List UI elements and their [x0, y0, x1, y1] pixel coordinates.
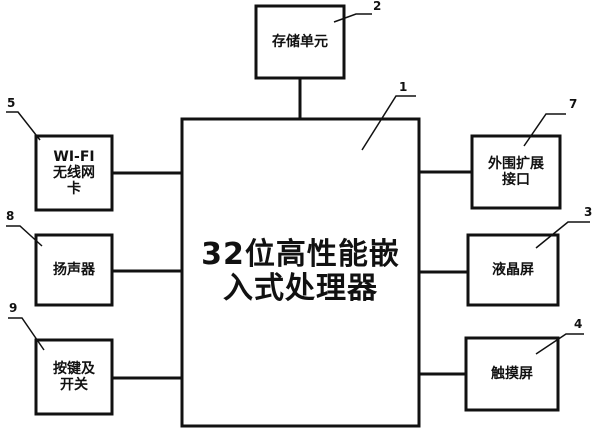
lcd-box — [466, 233, 560, 307]
ref-number-8: 8 — [6, 209, 15, 223]
wifi-label: WI-FI 无线网 卡 — [53, 148, 95, 198]
leader-8 — [6, 225, 43, 247]
lcd-label: 液晶屏 — [492, 261, 534, 278]
ref-number-2: 2 — [373, 0, 382, 13]
expansion-label: 外围扩展 接口 — [488, 155, 544, 188]
processor-label: 32位高性能嵌入式处理器 — [201, 236, 400, 306]
ref-number-5: 5 — [7, 96, 16, 110]
leader-2 — [333, 13, 372, 23]
touch-label: 触摸屏 — [491, 365, 533, 382]
leader-9 — [8, 317, 45, 351]
keys-label: 按键及 开关 — [53, 360, 95, 393]
storage-label: 存储单元 — [272, 33, 328, 50]
leader-5 — [6, 111, 41, 141]
ref-number-4: 4 — [574, 317, 583, 331]
speaker-label: 扬声器 — [53, 261, 95, 278]
leader-4 — [535, 333, 584, 355]
leader-1 — [361, 95, 416, 151]
leader-7 — [523, 113, 566, 147]
ref-number-9: 9 — [9, 301, 18, 315]
leader-3 — [535, 221, 590, 249]
ref-number-3: 3 — [584, 205, 593, 219]
ref-number-1: 1 — [399, 80, 408, 94]
ref-number-7: 7 — [569, 97, 578, 111]
